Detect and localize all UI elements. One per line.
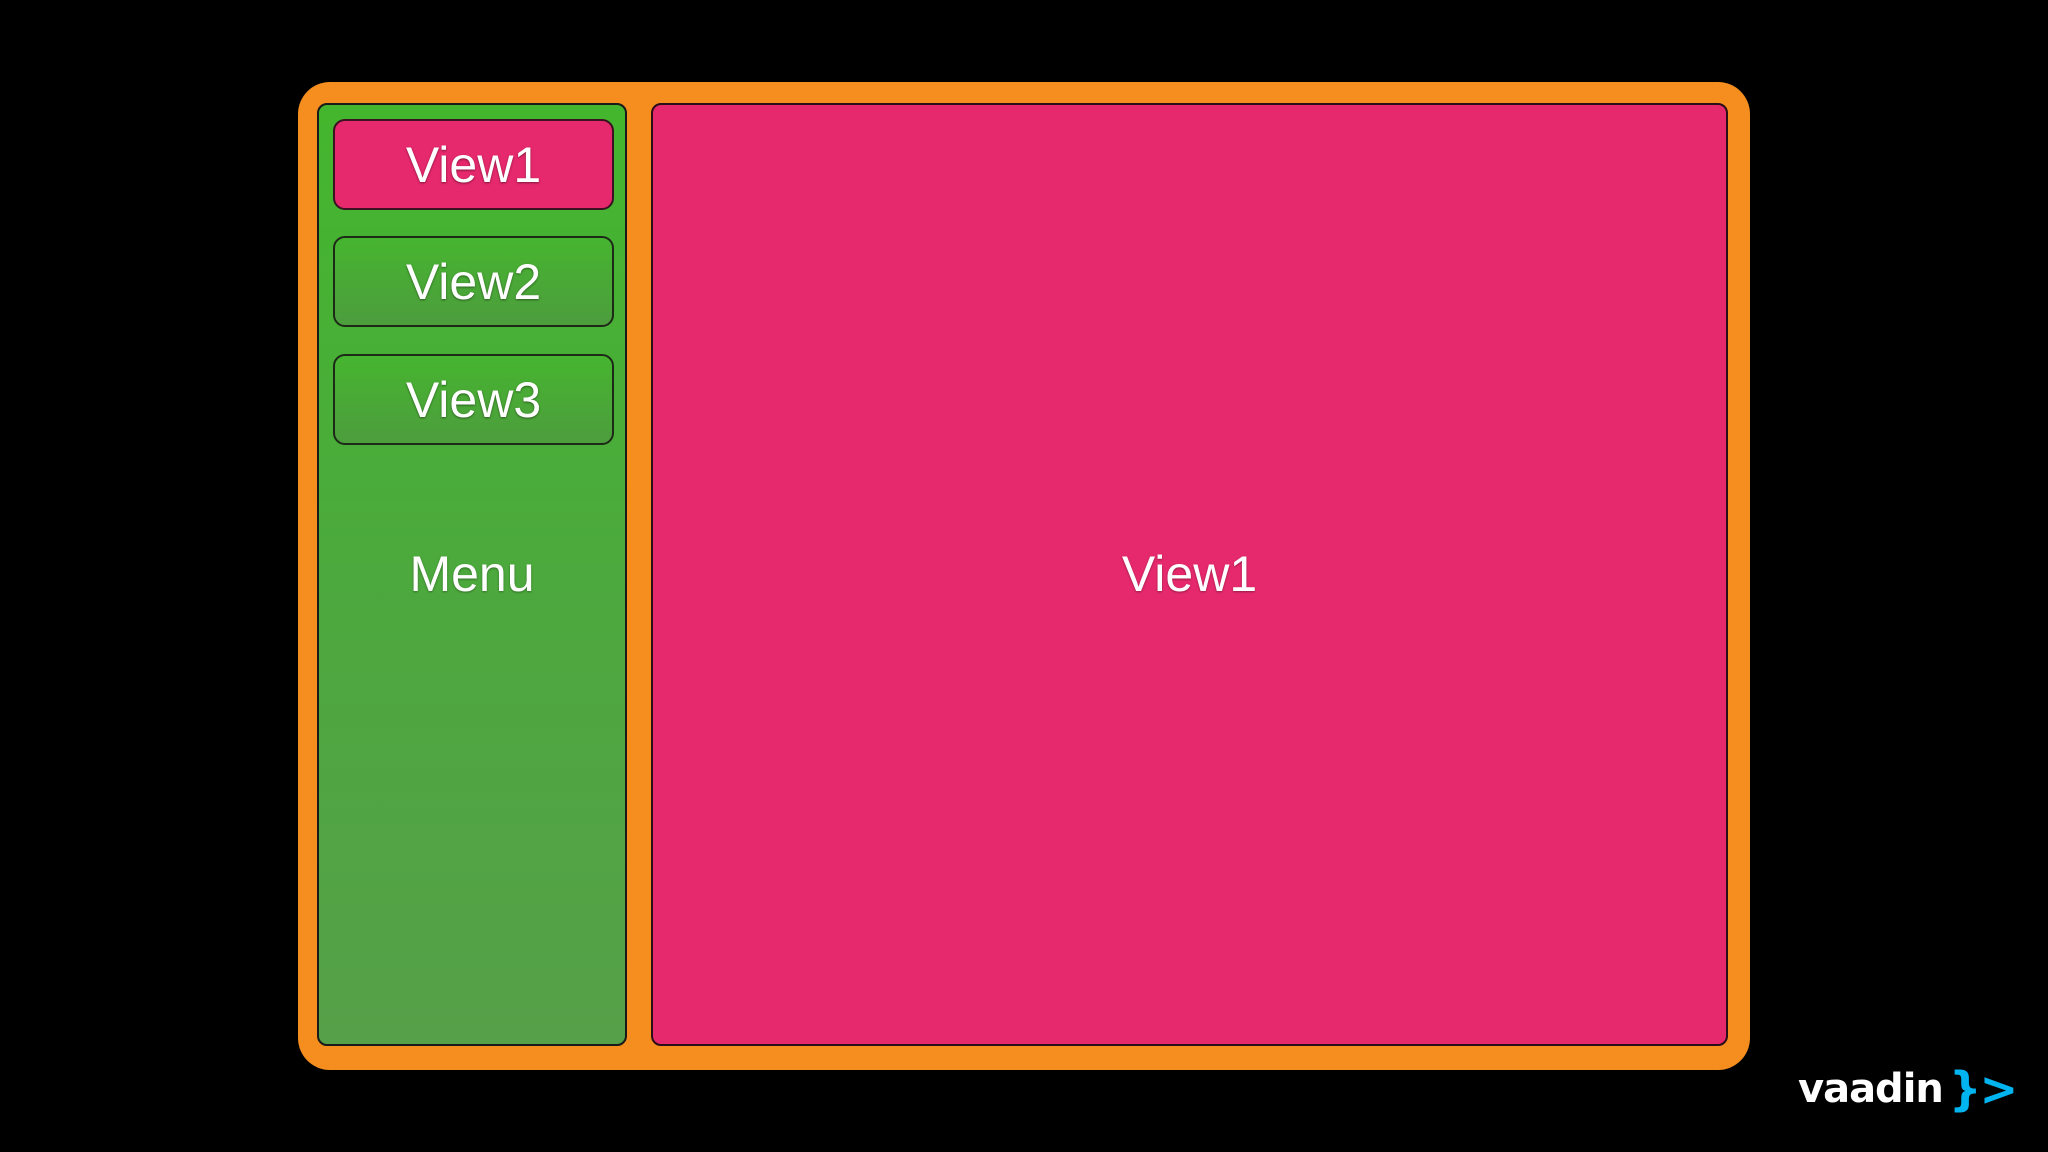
menu-title: Menu bbox=[409, 546, 535, 602]
current-view-label: View1 bbox=[1121, 546, 1258, 602]
menu-button-view1[interactable]: View1 bbox=[333, 119, 614, 210]
vaadin-mark-icon: }> bbox=[1948, 1062, 2018, 1116]
menu-button-view3[interactable]: View3 bbox=[333, 354, 614, 445]
vaadin-wordmark: vaadin bbox=[1798, 1066, 1944, 1112]
vaadin-logo: vaadin }> bbox=[1798, 1062, 2018, 1116]
menu-button-view2[interactable]: View2 bbox=[333, 236, 614, 327]
app-frame: View1 View2 View3 Menu View1 bbox=[298, 82, 1750, 1070]
menu-panel: View1 View2 View3 Menu bbox=[317, 103, 627, 1046]
view-content-area: View1 bbox=[651, 103, 1728, 1046]
